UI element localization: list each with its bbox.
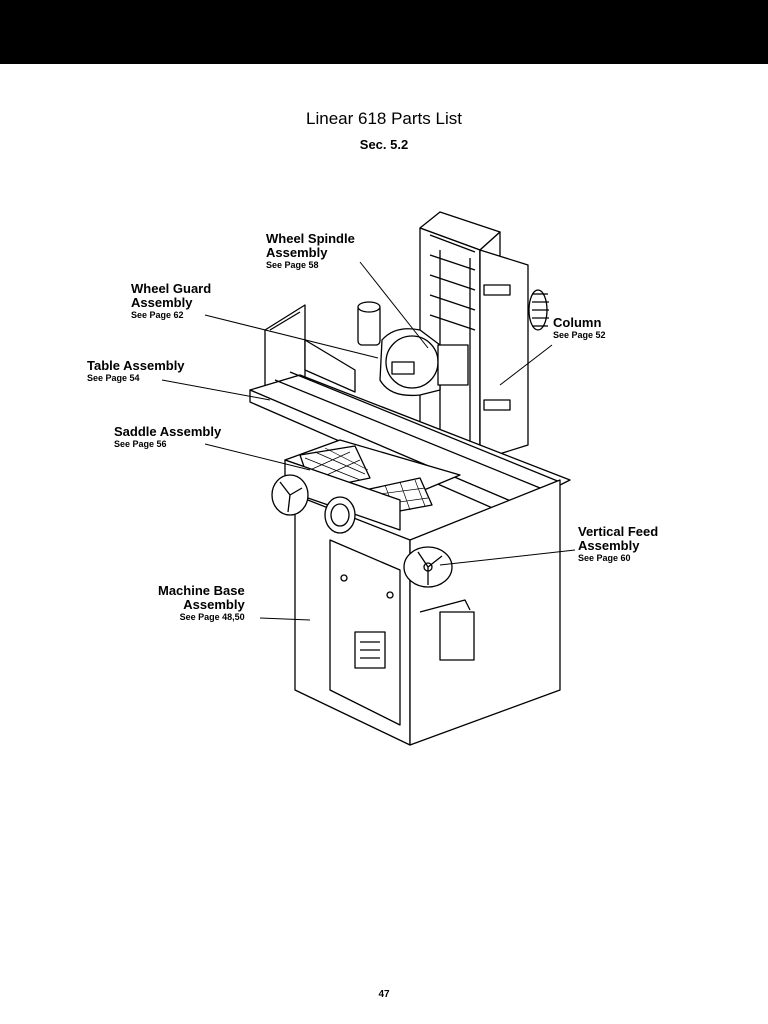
callout-wheel-guard-line1: Wheel Guard xyxy=(131,281,212,296)
callout-machine-base-line2: Assembly xyxy=(183,597,245,612)
callout-wheel-guard-ref: See Page 62 xyxy=(131,310,184,320)
column-outline xyxy=(419,211,549,461)
callout-table-ref: See Page 54 xyxy=(87,373,140,383)
callout-table-line1: Table Assembly xyxy=(87,358,185,373)
callout-saddle-ref: See Page 56 xyxy=(114,439,167,449)
callout-vertical-feed-line2: Assembly xyxy=(578,538,640,553)
callout-machine-base: Machine Base Assembly See Page 48,50 xyxy=(158,584,245,623)
callout-machine-base-ref: See Page 48,50 xyxy=(179,612,245,622)
section-number: Sec. 5.2 xyxy=(359,137,409,152)
machine-base xyxy=(294,479,561,746)
callout-saddle: Saddle Assembly See Page 56 xyxy=(114,425,221,450)
callout-wheel-spindle-ref: See Page 58 xyxy=(266,260,319,270)
callout-wheel-guard: Wheel Guard Assembly See Page 62 xyxy=(131,282,211,321)
top-black-bar xyxy=(0,0,768,64)
page-title: Linear 618 Parts List xyxy=(306,109,462,128)
wheel-head xyxy=(357,301,469,397)
callout-column: Column See Page 52 xyxy=(553,316,606,341)
callout-column-line1: Column xyxy=(553,315,602,330)
handwheels xyxy=(271,474,453,588)
callout-wheel-guard-line2: Assembly xyxy=(131,295,193,310)
callout-table: Table Assembly See Page 54 xyxy=(87,359,185,384)
callout-column-ref: See Page 52 xyxy=(553,330,606,340)
callout-vertical-feed: Vertical Feed Assembly See Page 60 xyxy=(578,525,658,564)
page-number: 47 xyxy=(378,989,390,1000)
callout-vertical-feed-line1: Vertical Feed xyxy=(578,524,659,539)
callout-machine-base-line1: Machine Base xyxy=(158,583,245,598)
callout-wheel-spindle: Wheel Spindle Assembly See Page 58 xyxy=(266,232,355,271)
saddle xyxy=(284,439,461,531)
callout-saddle-line1: Saddle Assembly xyxy=(114,424,222,439)
leader-lines xyxy=(161,261,576,621)
callout-wheel-spindle-line1: Wheel Spindle xyxy=(266,231,355,246)
callout-vertical-feed-ref: See Page 60 xyxy=(578,553,631,563)
callout-wheel-spindle-line2: Assembly xyxy=(266,245,328,260)
